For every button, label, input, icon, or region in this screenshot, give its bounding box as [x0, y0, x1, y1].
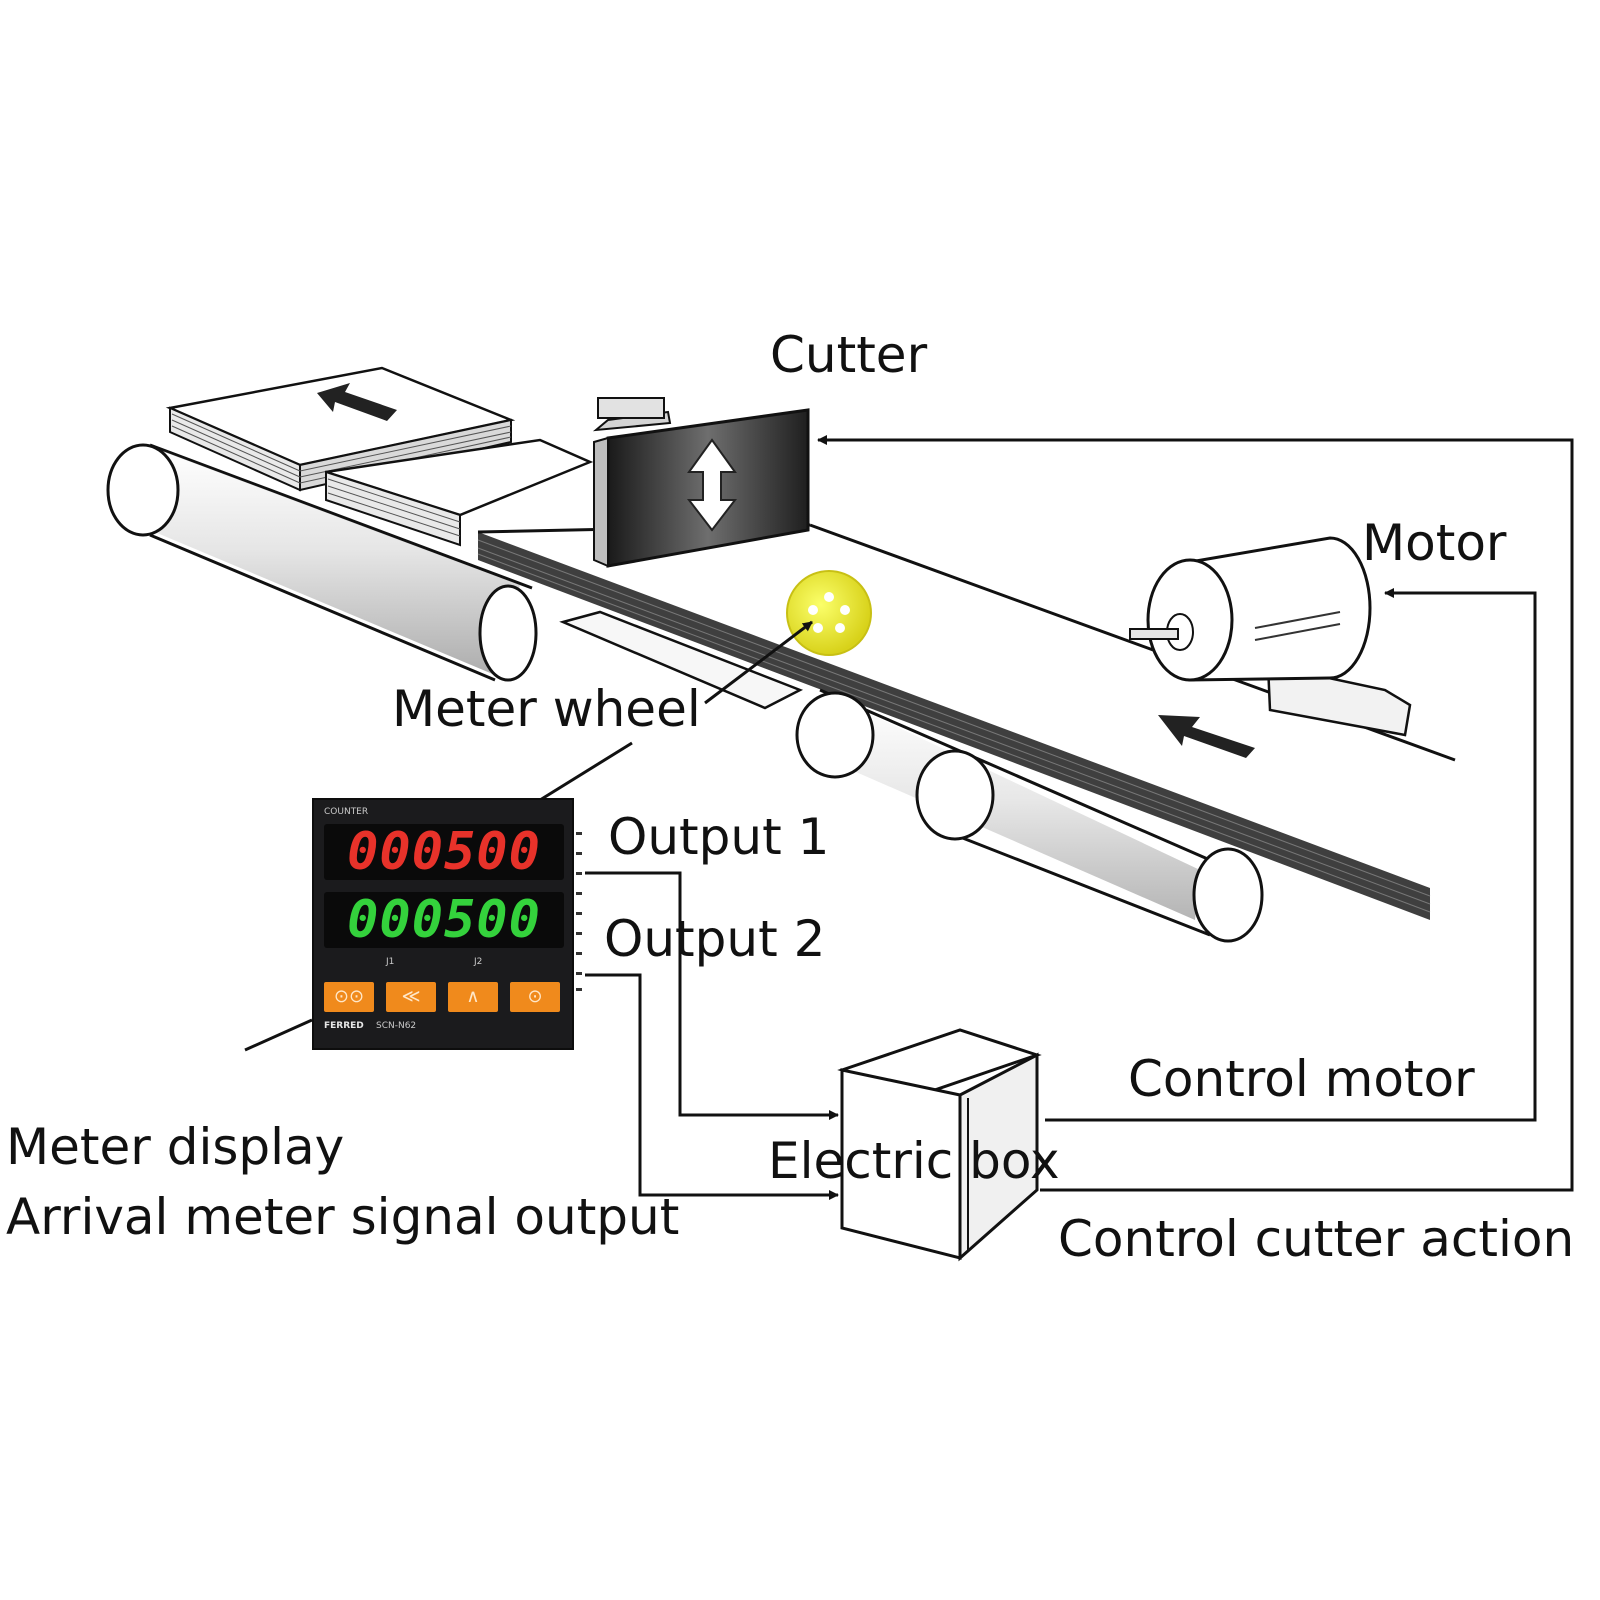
motor	[1129, 536, 1412, 737]
belt-roller-1	[795, 691, 875, 779]
meter-display-device: COUNTER 000500 000500 J1 J2 ⊙⊙ ≪ ∧ ⊙ FER…	[312, 798, 574, 1050]
sheet-stack-2	[325, 438, 594, 547]
label-control-cutter-action: Control cutter action	[1058, 1210, 1575, 1268]
meter-model: SCN-N62	[376, 1021, 417, 1031]
left-roller-back	[106, 443, 180, 537]
meter-wheel-base	[559, 610, 804, 710]
label-arrival-signal: Arrival meter signal output	[6, 1188, 680, 1246]
meter-header: COUNTER	[324, 807, 369, 817]
label-control-motor: Control motor	[1128, 1050, 1475, 1108]
meter-display-1: 000500	[324, 824, 564, 880]
cutter	[592, 397, 810, 568]
meter-wheel	[786, 570, 872, 656]
label-output-2: Output 2	[604, 910, 826, 968]
indicator-j2: J2	[474, 957, 483, 967]
left-roller-front	[478, 584, 538, 682]
label-motor: Motor	[1362, 514, 1507, 572]
label-meter-display: Meter display	[6, 1118, 345, 1176]
indicator-j1: J1	[386, 957, 395, 967]
meter-button-3[interactable]: ∧	[448, 982, 498, 1012]
meter-button-2[interactable]: ≪	[386, 982, 436, 1012]
label-output-1: Output 1	[608, 808, 830, 866]
label-electric-box: Electric box	[768, 1132, 1060, 1190]
label-cutter: Cutter	[770, 326, 928, 384]
belt-roller-2	[915, 749, 995, 841]
main-conveyor	[477, 523, 1456, 943]
electric-box	[837, 1028, 1042, 1262]
meter-brand: FERRED	[324, 1021, 364, 1031]
meter-display-2: 000500	[324, 892, 564, 948]
belt-roller-3	[1192, 847, 1264, 943]
left-conveyor	[106, 443, 538, 682]
meter-terminals	[576, 832, 582, 991]
sheet-stack-1	[165, 366, 516, 492]
up-down-arrow-icon	[686, 438, 738, 532]
direction-arrow-icon	[317, 383, 397, 421]
signal-lines	[244, 435, 1574, 1200]
belt-direction-arrow-icon	[1158, 715, 1255, 758]
label-meter-wheel: Meter wheel	[392, 680, 701, 738]
meter-button-4[interactable]: ⊙	[510, 982, 560, 1012]
meter-button-1[interactable]: ⊙⊙	[324, 982, 374, 1012]
